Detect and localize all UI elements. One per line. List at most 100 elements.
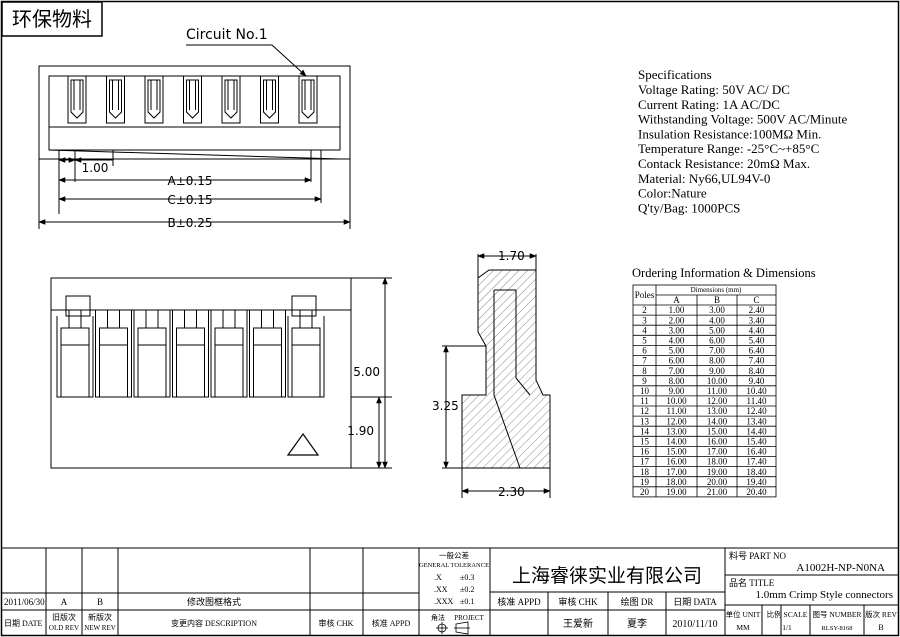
- table-cell: 5.00: [709, 325, 725, 335]
- top-view: Circuit No.1 1.00 A±0.15 C±0.15 B±0.25: [38, 27, 351, 230]
- sig-check: 审核 CHK: [558, 596, 598, 607]
- table-cell: 4.00: [709, 315, 725, 325]
- table-cell: 21.00: [707, 487, 728, 497]
- part-no-label: 料号 PART NO: [729, 550, 786, 561]
- new-rev: B: [97, 597, 103, 607]
- specifications: Specifications Voltage Rating: 50V AC/ D…: [638, 67, 848, 215]
- title-block-text: 2011/06/30 A B 修改图框格式 日期 DATE 旧版次 OLD RE…: [4, 550, 898, 635]
- table-cell: 8.00: [709, 356, 725, 366]
- tol-precision: .XX: [434, 585, 448, 594]
- front-slots: [56, 310, 325, 398]
- table-cell: 20.40: [746, 487, 767, 497]
- ordering-title: Ordering Information & Dimensions: [632, 266, 816, 280]
- front-slot: [249, 310, 286, 398]
- hdr-check: 审核 CHK: [319, 618, 354, 628]
- table-cell: 7.00: [669, 366, 685, 376]
- table-cell: 18: [640, 467, 650, 477]
- rev-desc: 修改图框格式: [187, 596, 241, 607]
- table-cell: 19.00: [707, 467, 728, 477]
- table-cell: 5.00: [669, 346, 685, 356]
- table-cell: 2.00: [669, 315, 685, 325]
- table-cell: 11.00: [667, 406, 687, 416]
- table-cell: 2: [642, 305, 647, 315]
- spec-line: Color:Nature: [638, 186, 707, 201]
- dim-height-190: 1.90: [347, 424, 374, 438]
- table-cell: 19.40: [746, 477, 767, 487]
- top-slot: [144, 75, 164, 124]
- badge-text: 环保物料: [12, 7, 92, 31]
- dim-a: A±0.15: [168, 174, 213, 188]
- table-grid: [632, 284, 777, 498]
- table-cell: 20.00: [707, 477, 728, 487]
- dimensions-header: Dimensions (mm): [691, 286, 742, 294]
- table-cell: 6.00: [709, 336, 725, 346]
- dim-height-5: 5.00: [353, 365, 380, 379]
- table-cell: 15.00: [666, 447, 687, 457]
- title-block: [2, 547, 898, 635]
- tol-value: ±0.2: [460, 585, 474, 594]
- scale-label: 比例 SCALE: [767, 609, 808, 619]
- table-cell: 2.40: [749, 305, 765, 315]
- table-cell: 10.00: [707, 376, 728, 386]
- table-cell: 12.00: [707, 396, 728, 406]
- number-value: RLSY-8168: [821, 625, 852, 632]
- projection-cn: 角法: [431, 613, 445, 622]
- table-cell: 7.00: [709, 346, 725, 356]
- table-cell: 1.00: [669, 305, 685, 315]
- tolerance-rows: .X±0.3.XX±0.2.XXX±0.1: [434, 573, 474, 606]
- drawer-name: 王爱新: [563, 617, 593, 630]
- table-cell: 13.00: [666, 426, 687, 436]
- table-cell: 7.40: [749, 356, 765, 366]
- rev-label: 版次 REV: [865, 609, 897, 619]
- table-cell: 13.40: [746, 416, 767, 426]
- tol-precision: .XXX: [434, 597, 454, 606]
- table-cell: 4: [642, 325, 647, 335]
- number-label: 图号 NUMBER: [813, 610, 862, 619]
- spec-line: Voltage Rating: 50V AC/ DC: [638, 82, 790, 97]
- table-cell: 13.00: [707, 406, 728, 416]
- hdr-old-rev-en: OLD REV: [49, 624, 79, 632]
- circuit-label: Circuit No.1: [186, 27, 268, 43]
- table-cell: 9.00: [709, 366, 725, 376]
- dim-width-170: 1.70: [498, 249, 525, 263]
- checker-name: 夏李: [627, 617, 647, 630]
- sig-drawn: 绘图 DR: [621, 596, 654, 607]
- table-cell: 16: [640, 447, 650, 457]
- front-slot: [133, 310, 171, 398]
- table-cell: 14.00: [707, 416, 728, 426]
- tol-title-en: GENERAL TOLERANCE: [419, 562, 489, 569]
- top-slot: [221, 75, 241, 124]
- rev-date: 2011/06/30: [4, 597, 45, 607]
- table-cell: 16.00: [707, 437, 728, 447]
- table-cell: 9: [642, 376, 647, 386]
- table-cell: 3.40: [749, 315, 765, 325]
- sig-approve: 核准 APPD: [497, 596, 541, 607]
- table-cell: 4.00: [669, 336, 685, 346]
- table-cell: 14.00: [666, 437, 687, 447]
- table-cell: 12.00: [666, 416, 687, 426]
- table-cell: 11.00: [707, 386, 727, 396]
- tol-value: ±0.3: [460, 573, 474, 582]
- table-cell: 18.40: [746, 467, 767, 477]
- hdr-date: 日期 DATE: [4, 619, 43, 628]
- table-cell: 8.40: [749, 366, 765, 376]
- tol-value: ±0.1: [460, 597, 474, 606]
- hdr-new-rev-en: NEW REV: [84, 624, 116, 632]
- spec-line: Insulation Resistance:100MΩ Min.: [638, 126, 821, 141]
- dim-width-230: 2.30: [498, 485, 525, 499]
- table-cell: 11: [640, 396, 649, 406]
- table-cell: 17.00: [707, 447, 728, 457]
